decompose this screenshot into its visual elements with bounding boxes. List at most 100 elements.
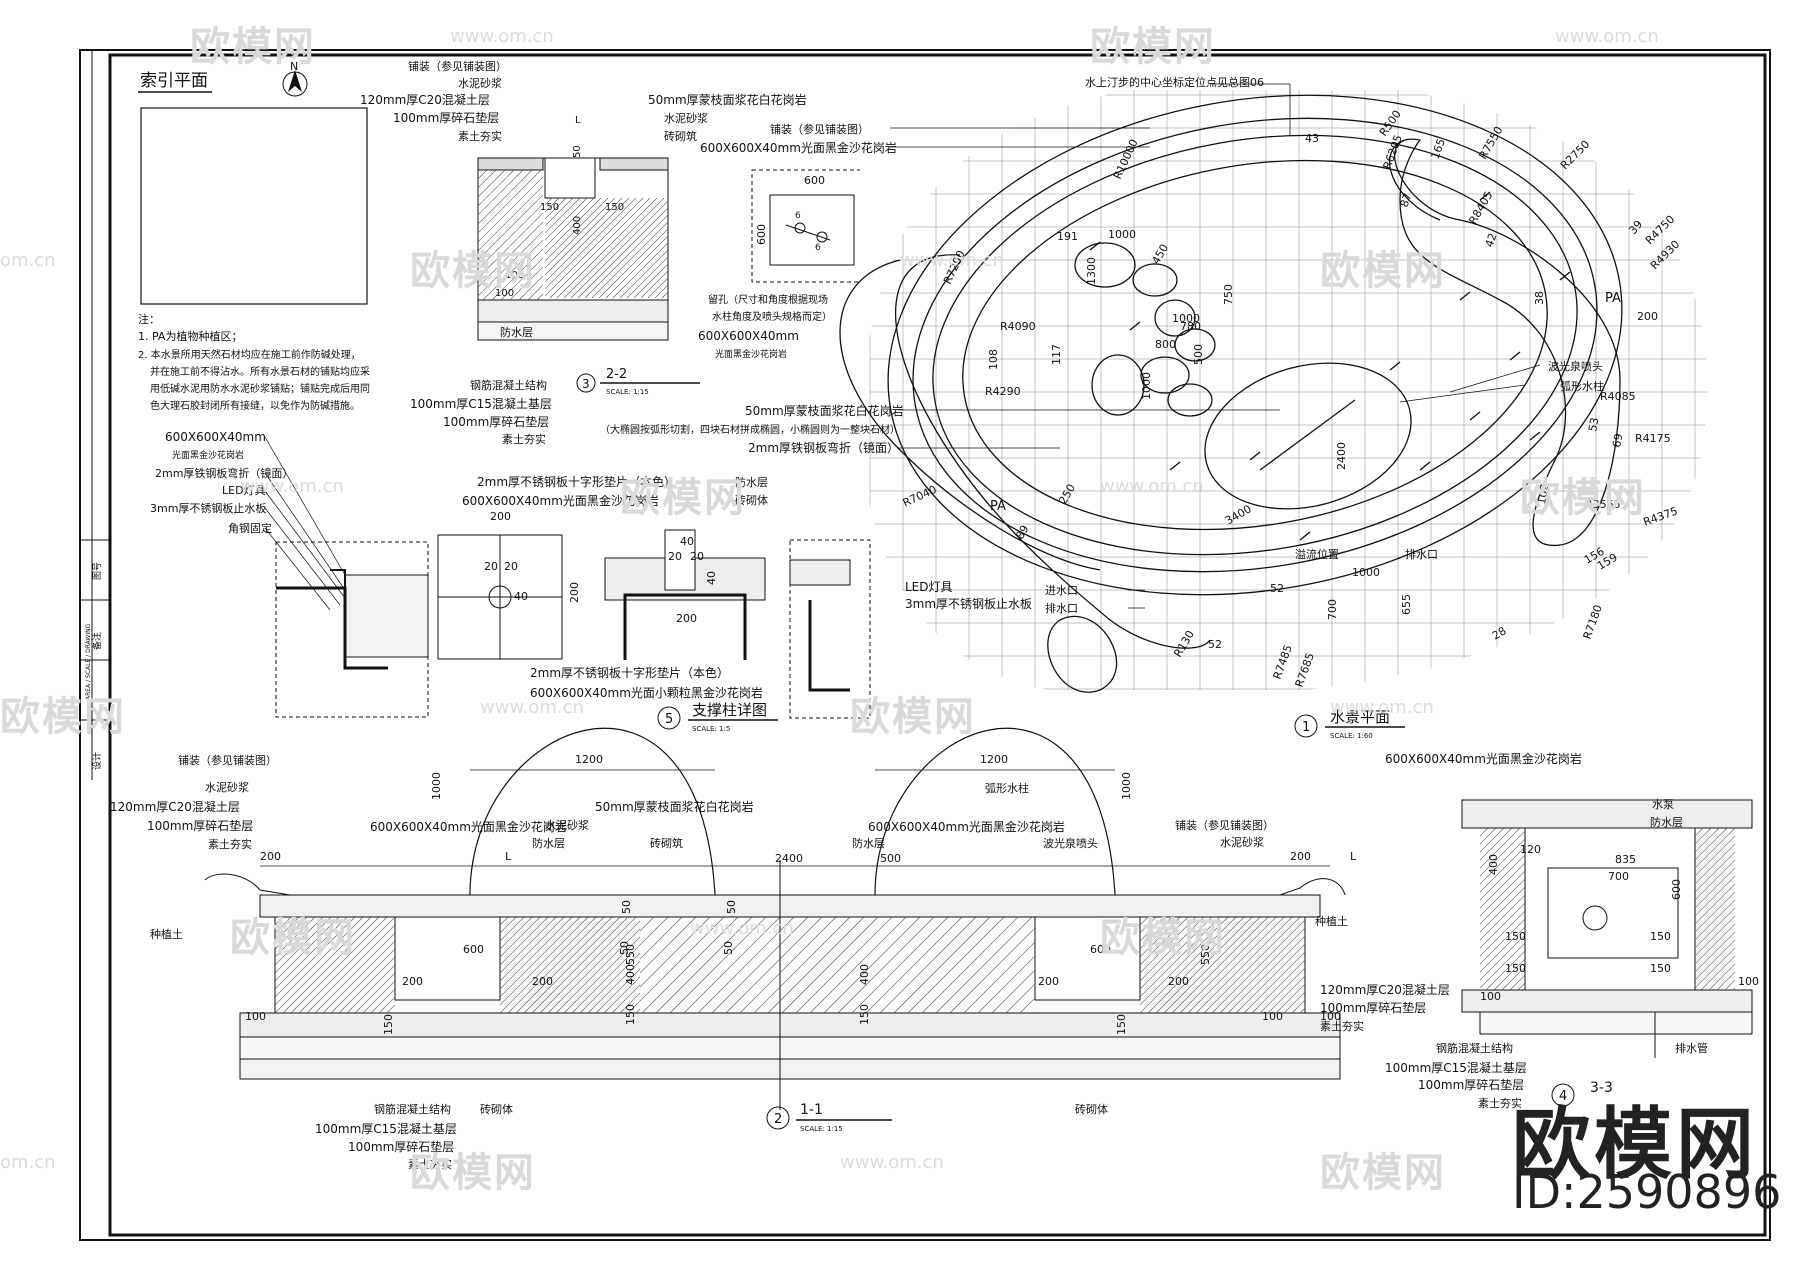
s11-mid-4: 砖砌筑 (650, 836, 683, 850)
s11-dim-11: 200 (402, 975, 423, 988)
plan-label-spray: 波光泉喷头 (1548, 359, 1603, 373)
s11-dim-4: 2400 (775, 852, 803, 865)
plate-size-left: 600 (755, 224, 768, 245)
radius-label-10: R4290 (985, 385, 1021, 398)
s22-num: 3 (582, 377, 590, 391)
plan-dim-11: 1000 (1352, 566, 1380, 579)
s11-right-2: 水泥砂浆 (1220, 835, 1264, 849)
led2-label-0: LED灯具 (905, 580, 953, 594)
s22-label-bottom-4: 素土夯实 (502, 432, 546, 446)
plan-dim-19: 52 (1270, 582, 1284, 595)
s33-dim-5: 150 (1505, 930, 1526, 943)
s11-dim-27: 150 (1115, 1014, 1128, 1035)
plan-label-inlet: 进水口 (1045, 584, 1078, 597)
support-bottom-0: 2mm厚不锈钢板十字形垫片（本色） (530, 665, 729, 680)
s11-dim-26: 100 (1262, 1010, 1283, 1023)
plan-dim-7: 500 (1192, 344, 1205, 365)
s22-dim-150a: 150 (540, 202, 559, 213)
water-plan: 水上汀步的中心坐标定位点见总图06 铺装（参见铺装图） 600X600X40mm… (600, 75, 1735, 740)
s11-dim-30: 100 (1320, 1010, 1341, 1023)
support-dim-4: 200 (568, 582, 581, 603)
radius-label-9: R4090 (1000, 320, 1036, 333)
grid-mask (860, 80, 1735, 700)
radius-label-17: R7485 (1271, 643, 1295, 681)
s11-bottom-2: 100mm厚碎石垫层 (348, 1139, 454, 1154)
s11-dim-16: 100 (245, 1010, 266, 1023)
s33-title-text: 3-3 (1590, 1080, 1613, 1096)
s11-left-2: 120mm厚C20混凝土层 (110, 799, 240, 814)
plan-grid (860, 80, 1735, 700)
s11-left-4: 素土夯实 (208, 837, 252, 851)
plan-dim-12: 700 (1326, 599, 1339, 620)
s22-dim-50: 50 (572, 145, 583, 158)
plan-label-drain: 排水口 (1045, 601, 1078, 615)
sheet-border-outer (79, 49, 1771, 1241)
hatch22-a (545, 198, 668, 298)
jet-mark-5 (1419, 461, 1431, 471)
s11-right-1: 铺装（参见铺装图） (1175, 818, 1274, 832)
radius-label-8: R7290 (941, 248, 968, 286)
s11-left-1: 水泥砂浆 (205, 780, 249, 794)
s11-dim-3: 1000 (430, 772, 443, 800)
s22-title-text: 2-2 (606, 367, 627, 382)
index-plan-title: 索引平面 (140, 71, 208, 91)
s22-dim-100b: 100 (495, 288, 514, 299)
plan-title: 1 水景平面 SCALE: 1:60 (1294, 708, 1405, 740)
s22-title: 3 2-2 SCALE: 1:15 (576, 367, 700, 396)
jet-mark-8 (1169, 461, 1181, 471)
radius-label-4: R10000 (1111, 137, 1141, 181)
brand-logo-text: 欧模网 (1512, 1100, 1759, 1190)
plan-label-paving: 铺装（参见铺装图） (770, 122, 869, 136)
plan-label-overflow: 溢流位置 (1295, 547, 1339, 561)
s11-bottom-0: 钢筋混凝土结构 (374, 1102, 451, 1116)
plan-label-arc-jet: 弧形水柱 (1560, 379, 1604, 393)
s11-dim-5: 500 (880, 852, 901, 865)
s11-dim-0: 200 (260, 850, 281, 863)
plan-dim-2: 450 (1149, 242, 1171, 267)
note-line-2: 并在施工前不得沾水。所有水景石材的铺贴均应采 (150, 365, 370, 378)
plate-detail: 600 600 6 6 留孔（尺寸和角度根据现场 水柱角度及喷头规格而定） 60… (698, 169, 869, 360)
led-label-0: 600X600X40mm (165, 430, 266, 444)
s22-label-right-2: 砖砌筑 (664, 129, 697, 143)
plan-dim-14: 191 (1057, 230, 1078, 243)
hatch11-d (1140, 917, 1305, 1013)
s33-dim-7: 150 (1650, 930, 1671, 943)
s22-label-left-4: 素土夯实 (458, 129, 502, 143)
s11-bottom-3: 素土夯实 (408, 1157, 452, 1171)
section-3-3-hatch (1480, 828, 1735, 990)
led-label-2: 2mm厚铁钢板弯折（镜面） (155, 466, 293, 480)
jet-mark-12 (1559, 271, 1571, 281)
s11-dim-25: 150 (858, 1004, 871, 1025)
s11-dim-19: 50 (618, 941, 631, 955)
hatch22-b (478, 170, 543, 300)
s11-num: 2 (774, 1112, 782, 1127)
plan-dim-30: 53 (1586, 416, 1601, 432)
s33-top-0: 600X600X40mm光面黑金沙花岗岩 (1385, 751, 1582, 766)
support-scale: SCALE: 1:5 (692, 725, 730, 733)
radius-label-12: R4175 (1635, 432, 1671, 445)
s33-dim-10: 100 (1738, 975, 1759, 988)
plan-title-scale: SCALE: 1:60 (1330, 732, 1373, 740)
plate-hole-a: 6 (795, 211, 801, 221)
s33-top-2: 防水层 (1650, 815, 1683, 829)
plate-size-top: 600 (804, 174, 825, 187)
title-block: 设计 备注 AREA / SCALE / DRAWING 图号 (80, 50, 110, 780)
plan-label-edge2: （大椭圆按弧形切割，四块石材拼成椭圆，小椭圆则为一整块石材） (600, 423, 900, 436)
s33-drain: 排水管 (1675, 1041, 1708, 1055)
plan-title-num: 1 (1302, 720, 1310, 735)
s11-dim-14: 400 (624, 964, 637, 985)
support-title: 5 支撑柱详图 SCALE: 1:5 (657, 701, 778, 733)
support-num: 5 (665, 712, 673, 727)
jet-mark-4 (1389, 361, 1401, 371)
s11-mid-2: 水泥砂浆 (545, 818, 589, 832)
s11-right2-2: 素土夯实 (1320, 1019, 1364, 1033)
index-plan: 索引平面 N 注： 1. PA为植物种植区； 2. 本水景所用天然石材均应在施工… (138, 60, 370, 412)
plan-dim-3: 750 (1222, 284, 1235, 305)
s22-label-bottom-2: 100mm厚C15混凝土基层 (410, 396, 552, 411)
support-dim-7: 20 (690, 550, 704, 563)
s33-dim-4: 600 (1670, 879, 1683, 900)
s11-mid-3: 防水层 (532, 836, 565, 850)
plan-dim-16: 108 (987, 349, 1000, 370)
s11-dim-29: 50 (722, 941, 735, 955)
